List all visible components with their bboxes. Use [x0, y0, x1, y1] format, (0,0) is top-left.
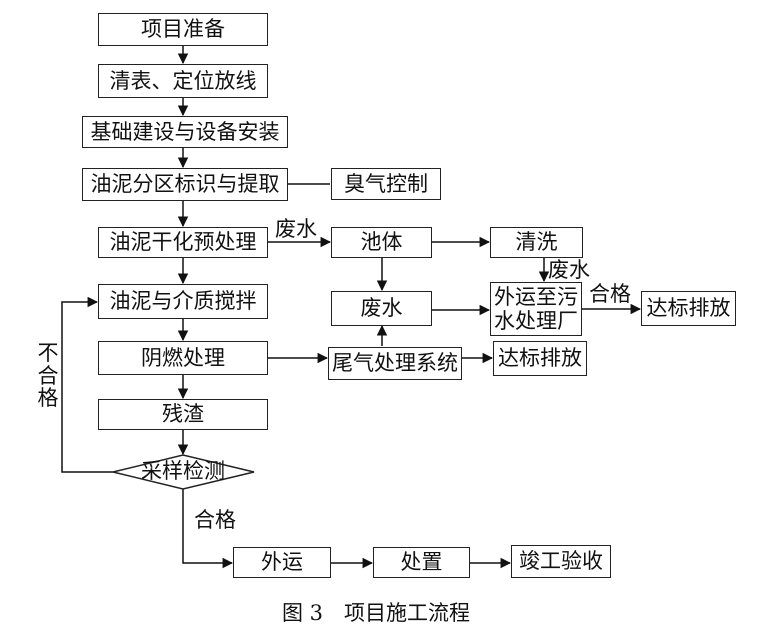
sampling-label: 采样检测	[141, 459, 225, 483]
unqualified-edge-label: 不 合 格	[37, 341, 59, 411]
wastewater-edge-label-2: 废水	[548, 258, 590, 282]
transport-sewage-box: 外运至污 水处理厂	[490, 282, 582, 336]
standard-discharge-box-2: 达标排放	[493, 341, 587, 376]
figure-caption: 图 3 项目施工流程	[282, 601, 471, 625]
sludge-mix-box: 油泥与介质搅拌	[98, 284, 268, 319]
qualified-edge-label-1: 合格	[589, 282, 631, 306]
sludge-dry-box: 油泥干化预处理	[98, 227, 268, 258]
sampling-diamond	[112, 454, 255, 490]
standard-discharge-box-1: 达标排放	[641, 291, 736, 326]
smolder-box: 阴燃处理	[98, 341, 268, 375]
pool-box: 池体	[331, 227, 432, 258]
acceptance-box: 竣工验收	[511, 545, 611, 578]
qualified-edge-label-2: 合格	[194, 508, 236, 532]
sludge-zone-box: 油泥分区标识与提取	[82, 168, 288, 201]
foundation-box: 基础建设与设备安装	[82, 116, 288, 148]
wastewater-box: 废水	[331, 291, 432, 326]
exhaust-system-box: 尾气处理系统	[328, 347, 462, 380]
wastewater-edge-label-1: 废水	[275, 217, 317, 241]
odor-control-box: 臭气控制	[331, 168, 441, 200]
transport-out-box: 外运	[233, 547, 331, 578]
clear-locate-box: 清表、定位放线	[98, 64, 268, 98]
residue-box: 残渣	[98, 399, 268, 430]
disposal-box: 处置	[373, 547, 470, 578]
cleaning-box: 清洗	[490, 227, 583, 258]
project-prep-box: 项目准备	[98, 13, 268, 46]
